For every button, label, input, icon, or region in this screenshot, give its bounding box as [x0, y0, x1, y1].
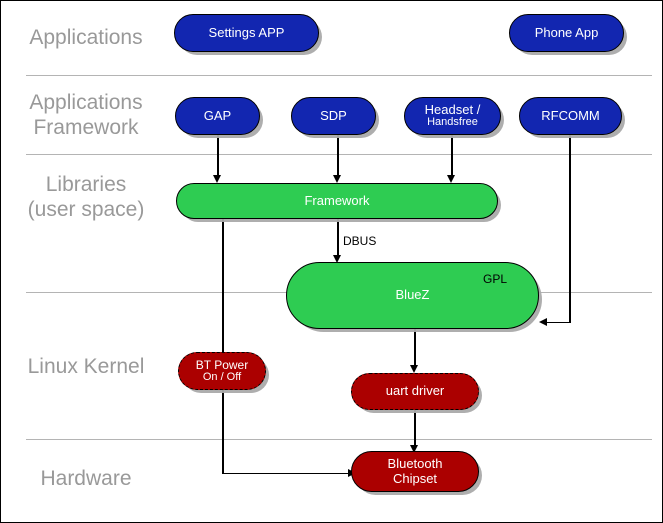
edge-headset-to-framework-arrow [447, 175, 455, 183]
node-uart-driver[interactable]: uart driver [351, 373, 479, 410]
edge-framework-to-chipset-vline [222, 217, 224, 474]
layer-label-applications: Applications [29, 26, 143, 49]
edge-sdp-to-framework-arrow [333, 175, 341, 183]
node-headset-handsfree-label-line2: Handsfree [427, 116, 478, 129]
node-bt-power-label-line2: On / Off [202, 370, 242, 383]
edge-sdp-to-framework-line [337, 135, 339, 179]
node-gap-label: GAP [203, 107, 232, 123]
node-settings-app[interactable]: Settings APP [174, 14, 319, 52]
divider-kernel-bottom [26, 439, 652, 440]
edge-framework-to-bluez-line [337, 217, 339, 259]
node-bluez-gpl-tag: GPL [483, 272, 508, 286]
node-bluetooth-chipset-label-line1: Bluetooth [387, 456, 443, 472]
edge-bluez-to-uart-line [414, 327, 416, 369]
node-phone-app-label: Phone App [534, 24, 599, 40]
edge-framework-to-bluez-arrow [333, 255, 341, 263]
edge-gap-to-framework-line [217, 135, 219, 179]
layer-label-linux-kernel: Linux Kernel [27, 355, 145, 378]
node-sdp-label: SDP [320, 107, 347, 123]
edge-label-dbus: DBUS [343, 234, 377, 248]
layer-label-applications-framework: Applications Framework [29, 91, 143, 139]
node-bt-power[interactable]: BT Power On / Off [178, 352, 266, 390]
edge-gap-to-framework-arrow [213, 175, 221, 183]
divider-applications-bottom [26, 75, 652, 76]
node-rfcomm[interactable]: RFCOMM [519, 97, 622, 135]
node-framework-label: Framework [304, 192, 370, 208]
edge-rfcomm-to-bluez-hline [547, 321, 570, 323]
node-gap[interactable]: GAP [175, 97, 260, 135]
edge-headset-to-framework-line [451, 135, 453, 179]
node-headset-handsfree[interactable]: Headset / Handsfree [404, 97, 501, 135]
node-headset-handsfree-label-line1: Headset / [424, 102, 481, 118]
node-framework[interactable]: Framework [176, 183, 498, 219]
layer-label-hardware: Hardware [40, 467, 132, 490]
edge-rfcomm-to-bluez-arrow [539, 317, 547, 326]
node-bluez[interactable]: BlueZ [286, 262, 539, 329]
edge-uart-to-chipset-line [414, 408, 416, 449]
layer-label-libraries: Libraries (user space) [27, 173, 145, 221]
node-phone-app[interactable]: Phone App [509, 14, 624, 52]
node-bt-power-label-line1: BT Power [195, 357, 249, 372]
node-rfcomm-label: RFCOMM [541, 107, 600, 123]
edge-framework-to-chipset-hline [222, 472, 350, 474]
edge-rfcomm-to-bluez-vline [569, 135, 571, 323]
node-bluetooth-chipset-label-line2: Chipset [392, 470, 438, 486]
node-uart-driver-label: uart driver [385, 383, 445, 399]
node-settings-app-label: Settings APP [208, 24, 285, 40]
node-sdp[interactable]: SDP [291, 97, 376, 135]
edge-uart-to-chipset-arrow [410, 445, 418, 453]
node-bluez-label: BlueZ [395, 287, 430, 303]
edge-bluez-to-uart-arrow [410, 365, 418, 373]
divider-framework-bottom [26, 154, 652, 155]
node-bluetooth-chipset[interactable]: Bluetooth Chipset [351, 451, 479, 492]
